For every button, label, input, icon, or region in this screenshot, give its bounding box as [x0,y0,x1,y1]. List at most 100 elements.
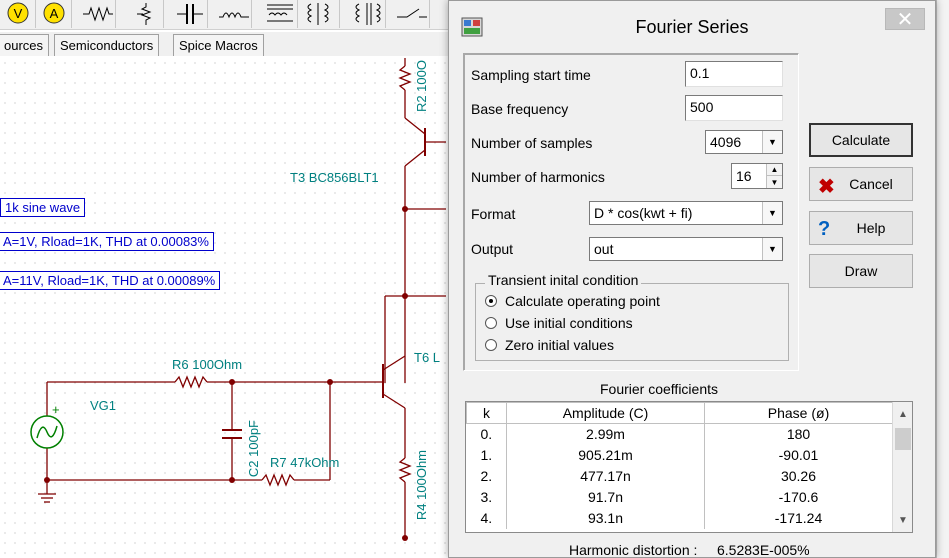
cell-k: 4. [466,507,507,529]
cell-k: 2. [466,465,507,487]
dialog-titlebar[interactable]: Fourier Series ✕ [449,1,935,55]
fourier-coefficients-table[interactable]: k Amplitude (C) Phase (ø) 0. 2.99m 180 1… [465,401,913,533]
scroll-thumb[interactable] [895,428,911,450]
format-value: D * cos(kwt + fi) [594,205,693,221]
transient-condition-legend: Transient inital condition [485,272,642,288]
cell-phase: -170.6 [704,486,893,508]
label-format: Format [471,206,516,222]
note-thd-1v[interactable]: A=1V, Rload=1K, THD at 0.00083% [0,232,214,251]
help-button[interactable]: ? Help [809,211,913,245]
tab-spice-macros[interactable]: Spice Macros [173,34,264,56]
radio-icon[interactable] [485,339,497,351]
label-c2: C2 100pF [246,420,261,478]
cell-amplitude: 2.99m [506,423,705,445]
app-icon [461,17,483,37]
coupled-inductor-icon[interactable] [304,0,340,28]
window-right-edge [936,0,949,558]
scroll-down-icon[interactable]: ▼ [898,514,908,526]
harmonic-distortion-label: Harmonic distortion : [569,542,698,558]
scroll-up-icon[interactable]: ▲ [898,408,908,420]
radio-label: Zero initial values [505,337,614,353]
column-header-k[interactable]: k [466,402,507,424]
spin-down-icon[interactable]: ▼ [766,176,782,188]
label-t6: T6 L [414,350,441,365]
cell-amplitude: 905.21m [506,444,705,466]
inductor-icon[interactable] [216,0,252,28]
output-value: out [594,241,614,257]
label-r4: R4 100Ohm [414,450,429,521]
cell-phase: 30.26 [704,465,893,487]
column-header-phase[interactable]: Phase (ø) [704,402,893,424]
table-row[interactable]: 0. 2.99m 180 [466,423,893,445]
resistor-icon[interactable] [80,0,116,28]
cell-phase: -90.01 [704,444,893,466]
cancel-label: Cancel [849,176,893,192]
radio-calculate-operating-point[interactable]: Calculate operating point [485,293,660,309]
output-select[interactable]: out ▼ [589,237,783,261]
relay-icon[interactable] [350,0,386,28]
switch-icon[interactable] [394,0,430,28]
fourier-coefficients-title: Fourier coefficients [599,381,718,397]
note-sine-wave[interactable]: 1k sine wave [0,198,86,217]
radio-use-initial-conditions[interactable]: Use initial conditions [485,315,633,331]
table-row[interactable]: 4. 93.1n -171.24 [466,507,893,529]
chevron-down-icon[interactable]: ▼ [762,202,782,224]
label-t3: T3 BC856BLT1 [290,170,379,185]
note-thd-11v[interactable]: A=11V, Rload=1K, THD at 0.00089% [0,271,221,290]
label-r6: R6 100Ohm [172,357,243,372]
table-scrollbar[interactable]: ▲ ▼ [892,402,912,532]
number-of-samples-select[interactable]: 4096 ▼ [705,130,783,154]
table-row[interactable]: 2. 477.17n 30.26 [466,465,893,487]
cancel-button[interactable]: ✖ Cancel [809,167,913,201]
ammeter-symbol: A [49,6,58,21]
label-number-of-harmonics: Number of harmonics [471,169,605,185]
draw-button[interactable]: Draw [809,254,913,288]
cell-amplitude: 93.1n [506,507,705,529]
format-select[interactable]: D * cos(kwt + fi) ▼ [589,201,783,225]
table-row[interactable]: 3. 91.7n -170.6 [466,486,893,508]
base-frequency-input[interactable]: 500 [685,95,783,121]
label-source-plus: + [52,402,60,417]
cell-k: 0. [466,423,507,445]
number-of-harmonics-stepper[interactable]: 16 ▲ ▼ [731,163,783,189]
number-of-samples-value: 4096 [710,134,742,150]
cancel-x-icon: ✖ [818,176,835,198]
label-sampling-start-time: Sampling start time [471,67,591,83]
cell-k: 3. [466,486,507,508]
column-header-amplitude[interactable]: Amplitude (C) [506,402,705,424]
sampling-start-time-input[interactable]: 0.1 [685,61,783,87]
component-tabs: ources Semiconductors Spice Macros [0,32,460,56]
voltmeter-symbol: V [13,6,22,21]
dialog-title: Fourier Series [635,17,749,37]
help-icon: ? [818,218,831,240]
cell-k: 1. [466,444,507,466]
tab-sources[interactable]: ources [0,34,50,56]
capacitor-icon[interactable] [172,0,208,28]
radio-icon[interactable] [485,317,497,329]
harmonic-distortion-value: 6.5283E-005% [717,542,810,558]
cell-amplitude: 477.17n [506,465,705,487]
label-number-of-samples: Number of samples [471,135,593,151]
voltmeter-icon[interactable]: V [0,0,36,28]
potentiometer-icon[interactable] [128,0,164,28]
cell-phase: -171.24 [704,507,893,529]
radio-zero-initial-values[interactable]: Zero initial values [485,337,614,353]
label-r2: R2 100O [414,60,429,113]
table-row[interactable]: 1. 905.21m -90.01 [466,444,893,466]
tab-semiconductors[interactable]: Semiconductors [54,34,160,56]
chevron-down-icon[interactable]: ▼ [762,238,782,260]
fourier-series-dialog: Fourier Series ✕ Sampling start time 0.1… [448,0,936,558]
label-output: Output [471,241,514,257]
spin-up-icon[interactable]: ▲ [766,164,782,176]
close-button[interactable]: ✕ [885,8,925,31]
label-vg1: VG1 [90,398,117,413]
cell-amplitude: 91.7n [506,486,705,508]
radio-selected-icon[interactable] [485,295,497,307]
circuit-wires [30,58,446,541]
calculate-button[interactable]: Calculate [809,123,913,157]
transformer-icon[interactable] [262,0,298,28]
chevron-down-icon[interactable]: ▼ [762,131,782,153]
radio-label: Use initial conditions [505,315,633,331]
ammeter-icon[interactable]: A [36,0,72,28]
help-label: Help [856,220,886,236]
